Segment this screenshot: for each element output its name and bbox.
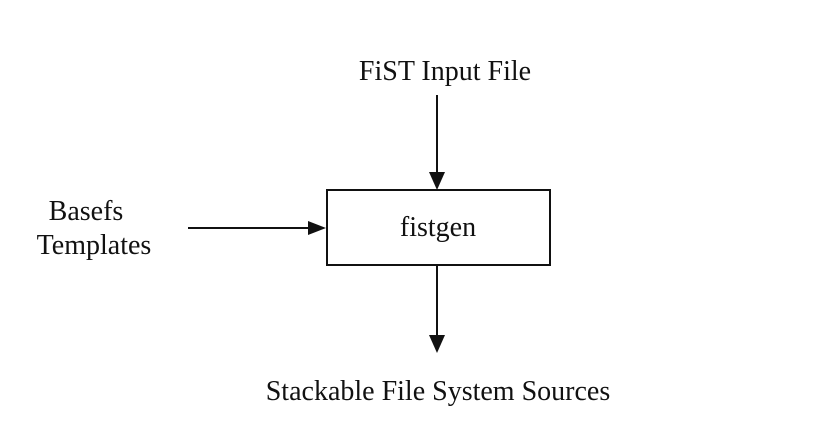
stackable-file-system-sources-label: Stackable File System Sources [266, 376, 611, 407]
input-arrow [429, 95, 445, 190]
templates-arrow [188, 221, 326, 235]
basefs-label: Basefs [49, 196, 124, 227]
fistgen-label: fistgen [400, 212, 476, 243]
fist-input-file-label: FiST Input File [359, 56, 531, 87]
templates-label: Templates [37, 230, 152, 261]
fistgen-box [326, 189, 551, 266]
output-arrow [429, 266, 445, 353]
